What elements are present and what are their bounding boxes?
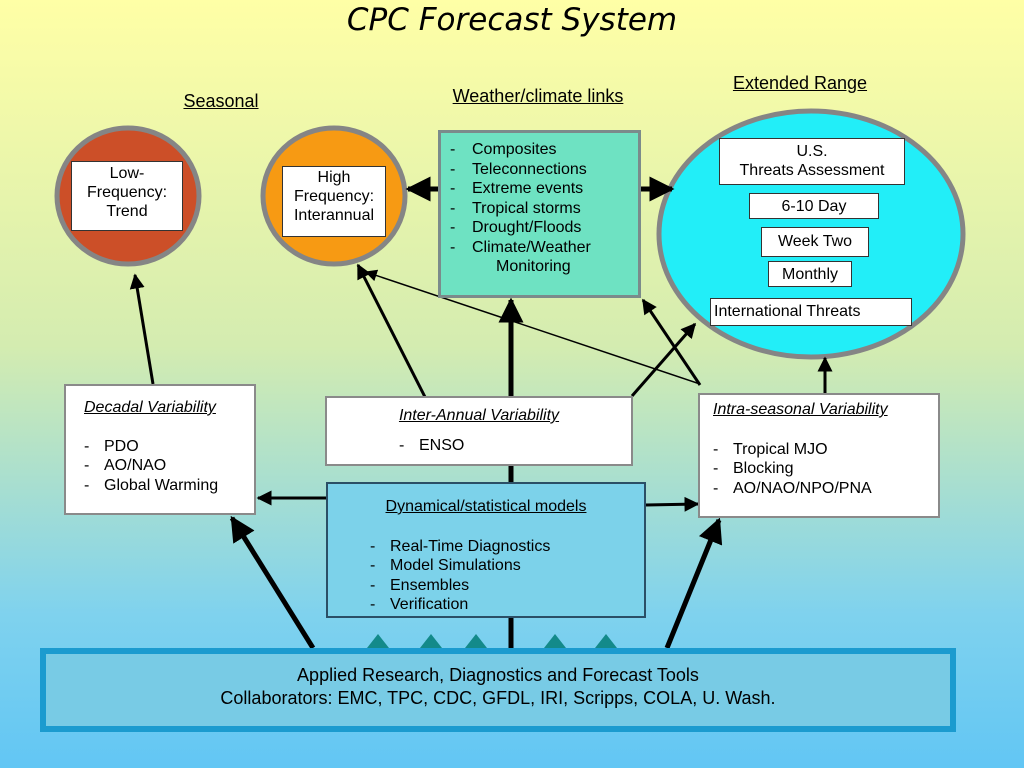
list-item: Tropical MJO [713,440,938,460]
decadal-variability-box: Decadal Variability PDO AO/NAO Global Wa… [64,384,256,515]
bottom-to-intraseasonal-arrow [664,517,723,649]
list-item: Ensembles [370,576,644,596]
models-title: Dynamical/statistical models [385,498,587,515]
applied-research-line: Applied Research, Diagnostics and Foreca… [297,665,699,685]
high-frequency-label: High Frequency: Interannual [282,166,386,237]
list-item: Tropical storms [450,199,638,219]
monthly-box: Monthly [768,261,852,287]
bottom-to-decadal-arrow [229,515,316,650]
decadal-list: PDO AO/NAO Global Warming [84,437,254,496]
international-threats-box: International Threats [710,298,912,326]
list-item: Model Simulations [370,556,644,576]
applied-research-box: Applied Research, Diagnostics and Foreca… [40,648,956,732]
list-item: Teleconnections [450,160,638,180]
low-frequency-label: Low- Frequency: Trend [71,161,183,231]
page-title: CPC Forecast System [346,2,678,38]
weather-links-list: Composites Teleconnections Extreme event… [450,140,638,257]
intraseasonal-variability-box: Intra-seasonal Variability Tropical MJO … [698,393,940,518]
list-item: Drought/Floods [450,218,638,238]
interannual-variability-box: Inter-Annual Variability ENSO [325,396,633,466]
decadal-to-low-arrow [129,273,155,385]
week-two-box: Week Two [761,227,869,257]
decorative-triangles [367,634,617,648]
extended-range-heading: Extended Range [732,73,868,93]
weather-links-box: Composites Teleconnections Extreme event… [438,130,641,298]
interannual-to-extended-arrow [630,322,697,397]
list-item: PDO [84,437,254,457]
intraseasonal-to-high-arrow [364,269,701,385]
collaborators-line: Collaborators: EMC, TPC, CDC, GFDL, IRI,… [220,688,776,708]
interannual-to-high-arrow [356,263,427,398]
list-item-continuation: Monitoring [496,258,571,275]
interannual-title: Inter-Annual Variability [398,407,560,424]
models-box: Dynamical/statistical models Real-Time D… [326,482,646,618]
decadal-title: Decadal Variability [84,399,216,416]
models-list: Real-Time Diagnostics Model Simulations … [370,537,644,615]
list-item: AO/NAO [84,456,254,476]
list-item: Real-Time Diagnostics [370,537,644,557]
list-item: Blocking [713,459,938,479]
intraseasonal-list: Tropical MJO Blocking AO/NAO/NPO/PNA [713,440,938,499]
interannual-list: ENSO [399,436,631,456]
models-to-intraseasonal-arrow [645,496,700,512]
list-item: Composites [450,140,638,160]
list-item: ENSO [399,436,631,456]
list-item: Global Warming [84,476,254,496]
list-item: Extreme events [450,179,638,199]
seasonal-heading: Seasonal [183,91,259,111]
us-threats-box: U.S. Threats Assessment [719,138,905,185]
six-ten-day-box: 6-10 Day [749,193,879,219]
list-item: Climate/Weather [450,238,638,258]
list-item: Verification [370,595,644,615]
intraseasonal-to-links-arrow [641,298,702,386]
intraseasonal-title: Intra-seasonal Variability [713,401,888,418]
list-item: AO/NAO/NPO/PNA [713,479,938,499]
weather-links-heading: Weather/climate links [452,86,624,106]
